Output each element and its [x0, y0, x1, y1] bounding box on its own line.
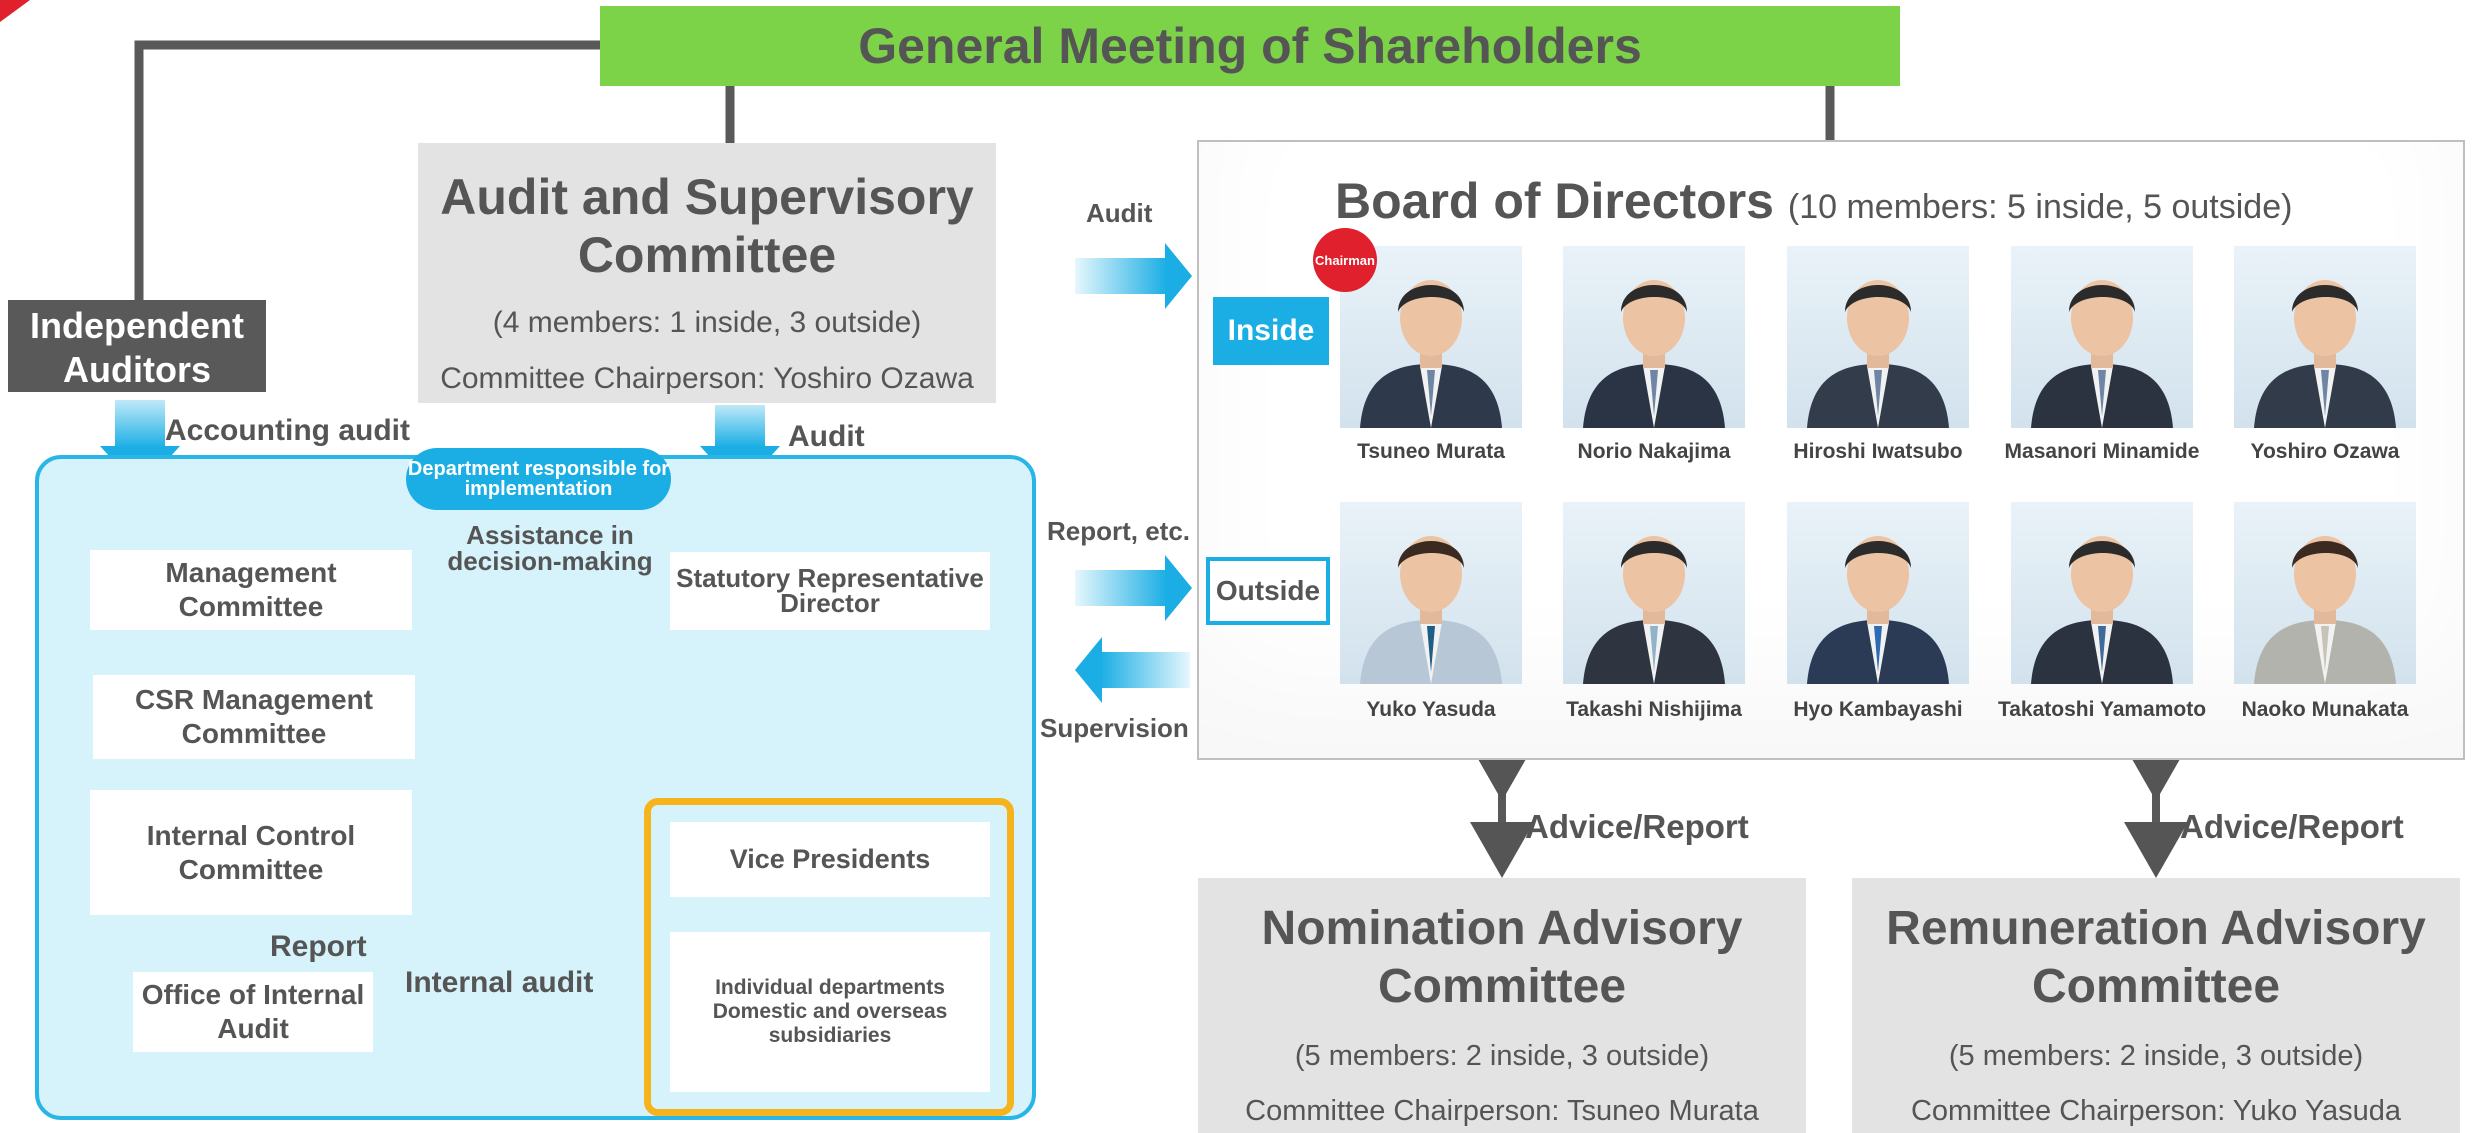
portrait-icon [2254, 280, 2396, 428]
portrait-icon [1583, 280, 1725, 428]
inside-label: Inside [1213, 297, 1329, 365]
director-name: Hyo Kambayashi [1793, 698, 1963, 721]
portrait-icon [1360, 536, 1502, 684]
advice-report-label-2: Advice/Report [2180, 808, 2404, 845]
board-title-text: Board of Directors [1335, 173, 1774, 229]
director-photo [2234, 502, 2416, 684]
audit-committee-box: Audit and Supervisory Committee (4 membe… [418, 143, 996, 403]
audit-label-right: Audit [1086, 198, 1153, 228]
outside-label: Outside [1206, 557, 1330, 625]
portrait-icon [2031, 280, 2173, 428]
director-name: Naoko Munakata [2241, 698, 2409, 721]
remuneration-committee-box: Remuneration Advisory Committee (5 membe… [1852, 878, 2460, 1133]
director-photo [2011, 502, 2193, 684]
director-name: Masanori Minamide [2004, 440, 2200, 463]
director-photo [1340, 502, 1522, 684]
management-committee-box: Management Committee [90, 550, 412, 630]
director-photo [1787, 246, 1969, 428]
report-right-arrow [1075, 555, 1192, 621]
nomination-members: (5 members: 2 inside, 3 outside) [1294, 1040, 1710, 1072]
portrait-icon [1583, 536, 1725, 684]
portrait-icon [1807, 536, 1949, 684]
vice-presidents-box: Vice Presidents [670, 822, 990, 897]
board-title: Board of Directors (10 members: 5 inside… [1335, 172, 2292, 230]
director-name: Tsuneo Murata [1357, 440, 1505, 463]
report-etc-label: Report, etc. [1047, 516, 1191, 546]
remuneration-chair: Committee Chairperson: Yuko Yasuda [1910, 1095, 2402, 1127]
statutory-director-box: Statutory Representative Director [670, 552, 990, 630]
director-photo [1563, 246, 1745, 428]
director-name: Norio Nakajima [1577, 440, 1731, 463]
director-name: Hiroshi Iwatsubo [1793, 440, 1963, 463]
audit-committee-title: Audit and Supervisory Committee [440, 169, 974, 283]
advice-report-label-1: Advice/Report [1525, 808, 1749, 845]
report-label: Report [270, 930, 367, 963]
nomination-chair: Committee Chairperson: Tsuneo Murata [1245, 1095, 1759, 1127]
director-photo [1563, 502, 1745, 684]
office-internal-audit-box: Office of Internal Audit [133, 972, 373, 1052]
corner-accent [0, 0, 30, 22]
internal-audit-label: Internal audit [405, 966, 594, 999]
remuneration-title: Remuneration Advisory Committee [1886, 902, 2426, 1013]
remuneration-members: (5 members: 2 inside, 3 outside) [1948, 1040, 2364, 1072]
independent-auditors-box: Independent Auditors [8, 300, 266, 392]
department-badge: Department responsible for implementatio… [406, 448, 671, 510]
board-subtitle: (10 members: 5 inside, 5 outside) [1787, 188, 2293, 226]
portrait-icon [1807, 280, 1949, 428]
portrait-icon [2031, 536, 2173, 684]
audit-label-left: Audit [788, 420, 865, 453]
director-name: Takashi Nishijima [1566, 698, 1742, 721]
director-name: Yuko Yasuda [1366, 698, 1496, 721]
portrait-icon [1360, 280, 1502, 428]
director-photo [2011, 246, 2193, 428]
shareholders-meeting-box: General Meeting of Shareholders [600, 6, 1900, 86]
director-name: Takatoshi Yamamoto [1997, 698, 2207, 721]
nomination-title: Nomination Advisory Committee [1261, 902, 1743, 1013]
director-name: Yoshiro Ozawa [2250, 440, 2400, 463]
assistance-label: Assistance in decision-making [447, 520, 653, 576]
departments-box: Individual departments Domestic and over… [670, 932, 990, 1092]
director-photo [2234, 246, 2416, 428]
internal-control-committee-box: Internal Control Committee [90, 790, 412, 915]
supervision-left-arrow [1075, 637, 1190, 703]
nomination-committee-box: Nomination Advisory Committee (5 members… [1198, 878, 1806, 1133]
csr-committee-box: CSR Management Committee [93, 675, 415, 759]
audit-right-arrow [1075, 243, 1192, 309]
audit-committee-chair: Committee Chairperson: Yoshiro Ozawa [440, 362, 974, 395]
director-photo [1787, 502, 1969, 684]
chairman-badge: Chairman [1313, 228, 1377, 292]
portrait-icon [2254, 536, 2396, 684]
supervision-label: Supervision [1040, 713, 1189, 743]
audit-committee-members: (4 members: 1 inside, 3 outside) [492, 306, 922, 339]
vice-presidents-group [644, 798, 1014, 1116]
accounting-audit-label: Accounting audit [165, 414, 410, 447]
